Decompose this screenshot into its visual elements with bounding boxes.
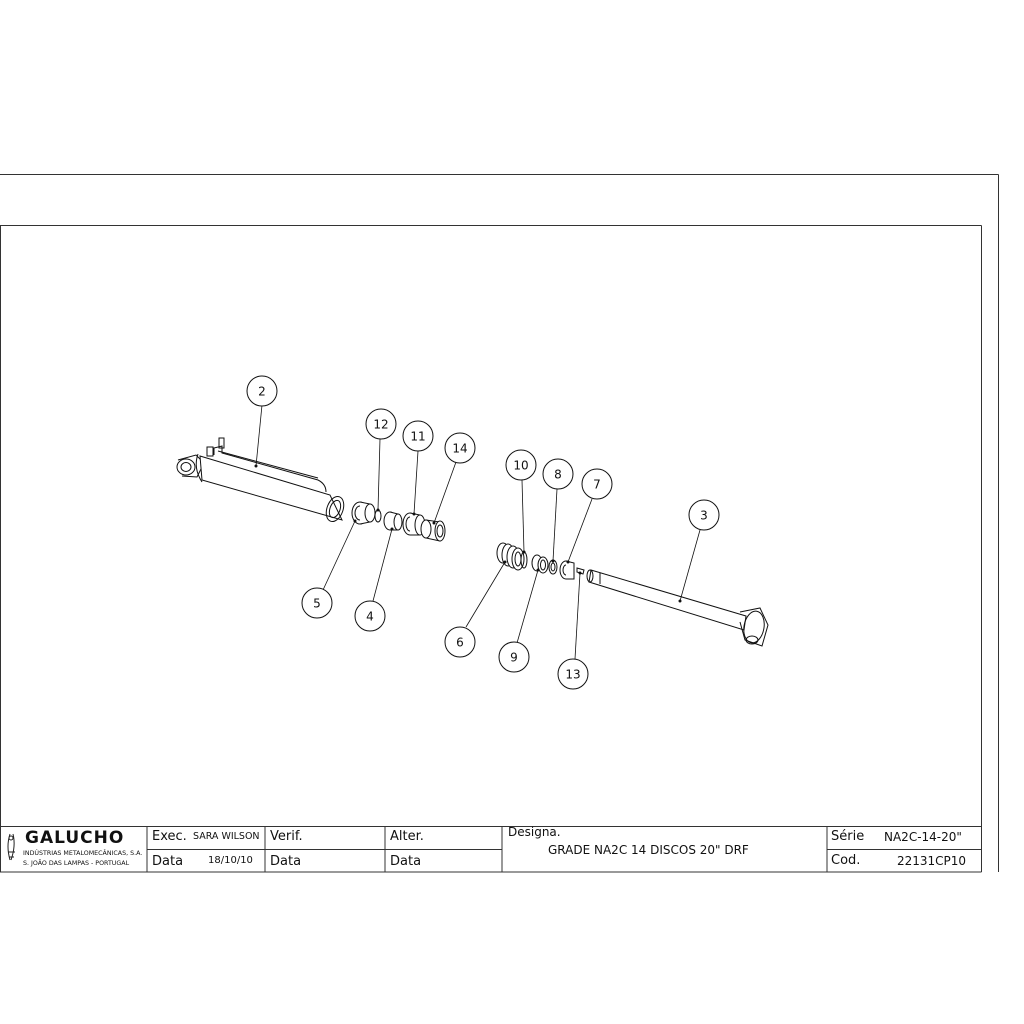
component-4 bbox=[383, 511, 403, 531]
cod-label: Cod. bbox=[831, 853, 861, 868]
cod-value: 22131CP10 bbox=[897, 854, 967, 868]
callout-14-label: 14 bbox=[452, 442, 467, 456]
callout-11: 11 bbox=[402, 420, 434, 452]
exec-value: SARA WILSON bbox=[193, 831, 260, 842]
company-line-2: S. JOÃO DAS LAMPAS - PORTUGAL bbox=[23, 860, 130, 867]
callout-8-label: 8 bbox=[554, 468, 562, 482]
component-12 bbox=[374, 509, 382, 523]
serie-label: Série bbox=[831, 829, 865, 844]
callout-9-label: 9 bbox=[510, 651, 518, 665]
callout-10-label: 10 bbox=[513, 459, 528, 473]
component-14 bbox=[420, 519, 446, 542]
verif-data-label: Data bbox=[270, 854, 302, 869]
callout-7-label: 7 bbox=[593, 478, 601, 492]
component-5 bbox=[351, 501, 376, 525]
callout-3-label: 3 bbox=[700, 509, 708, 523]
callout-8: 8 bbox=[542, 458, 574, 490]
callout-6-label: 6 bbox=[456, 636, 464, 650]
callout-3: 3 bbox=[688, 499, 720, 531]
callout-10: 10 bbox=[505, 449, 537, 481]
component-13 bbox=[576, 567, 585, 575]
designa-value: GRADE NA2C 14 DISCOS 20" DRF bbox=[548, 843, 749, 857]
callout-12-label: 12 bbox=[373, 418, 388, 432]
component-9 bbox=[531, 554, 549, 574]
data-value: 18/10/10 bbox=[208, 855, 253, 866]
company-logo-icon bbox=[7, 833, 15, 861]
component-6 bbox=[496, 542, 525, 571]
exec-label: Exec. bbox=[152, 829, 187, 844]
serie-value: NA2C-14-20" bbox=[884, 830, 962, 844]
callout-5-label: 5 bbox=[313, 597, 321, 611]
callout-4: 4 bbox=[354, 600, 386, 632]
callout-11-label: 11 bbox=[410, 430, 425, 444]
piston-rod bbox=[586, 569, 769, 647]
callout-6: 6 bbox=[444, 626, 476, 658]
callout-2-label: 2 bbox=[258, 385, 266, 399]
leader-lines bbox=[255, 404, 701, 660]
callout-13-label: 13 bbox=[565, 668, 580, 682]
alter-label: Alter. bbox=[390, 829, 424, 844]
company-name: GALUCHO bbox=[25, 828, 125, 848]
alter-data-label: Data bbox=[390, 854, 422, 869]
callout-7: 7 bbox=[581, 468, 613, 500]
callout-5: 5 bbox=[301, 587, 333, 619]
callout-13: 13 bbox=[557, 658, 589, 690]
callout-4-label: 4 bbox=[366, 610, 374, 624]
callout-14: 14 bbox=[444, 432, 476, 464]
cylinder-barrel bbox=[176, 437, 345, 523]
component-8 bbox=[548, 559, 558, 575]
data-label: Data bbox=[152, 854, 184, 869]
callout-9: 9 bbox=[498, 641, 530, 673]
designa-label: Designa. bbox=[508, 825, 561, 839]
verif-label: Verif. bbox=[270, 829, 303, 844]
callout-12: 12 bbox=[365, 408, 397, 440]
sheet-border bbox=[0, 174, 999, 872]
title-block-grid bbox=[0, 826, 982, 873]
company-line-1: INDÚSTRIAS METALOMECÂNICAS, S.A. bbox=[23, 850, 143, 857]
component-7 bbox=[559, 560, 575, 580]
callout-2: 2 bbox=[246, 375, 278, 407]
